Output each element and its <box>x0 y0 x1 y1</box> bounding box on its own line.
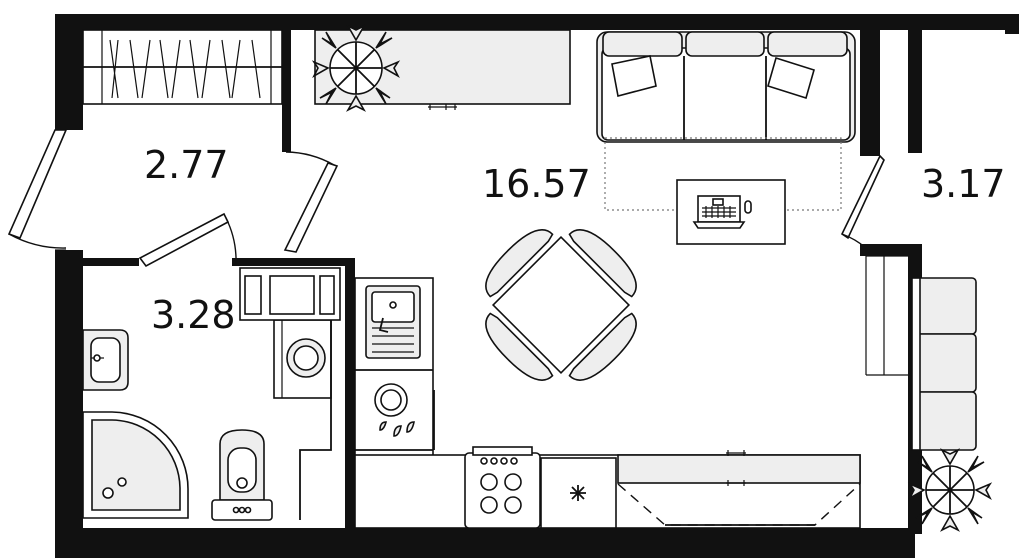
dining-set <box>485 229 637 381</box>
balcony-rail <box>865 255 908 376</box>
bathroom-door <box>138 212 237 268</box>
hallway-area-label: 2.77 <box>144 143 229 187</box>
bottom-wall <box>55 528 915 558</box>
kitchen <box>354 277 861 529</box>
walls <box>55 14 1019 558</box>
bath-wall-top-left <box>83 258 139 266</box>
balcony-wall-lower <box>860 244 908 256</box>
bathroom-fixtures <box>82 267 341 521</box>
bath-wall-right <box>345 258 355 528</box>
bathroom-area-label: 3.28 <box>151 293 236 337</box>
left-wall-upper <box>55 14 83 130</box>
entrance-door <box>7 129 68 251</box>
balcony-wall-upper <box>860 14 880 156</box>
wardrobe <box>82 29 283 105</box>
balcony-area-label: 3.17 <box>921 162 1006 206</box>
top-wall <box>55 14 1019 30</box>
living-room-door <box>283 151 339 253</box>
left-wall-lower <box>55 250 83 558</box>
coffee-table <box>676 179 786 245</box>
kitchen-counter <box>617 454 861 484</box>
right-corner <box>1005 14 1019 30</box>
plant-balcony <box>907 448 993 532</box>
living-room-area-label: 16.57 <box>482 162 591 206</box>
bath-wall-top-right <box>232 258 354 266</box>
balcony-wall-right <box>908 30 922 153</box>
hall-partition <box>282 30 291 152</box>
kitchen-hob <box>374 383 415 437</box>
balcony-bench <box>911 277 977 451</box>
balcony-door <box>840 154 885 249</box>
plant-top <box>311 24 401 112</box>
sofa <box>596 31 856 143</box>
